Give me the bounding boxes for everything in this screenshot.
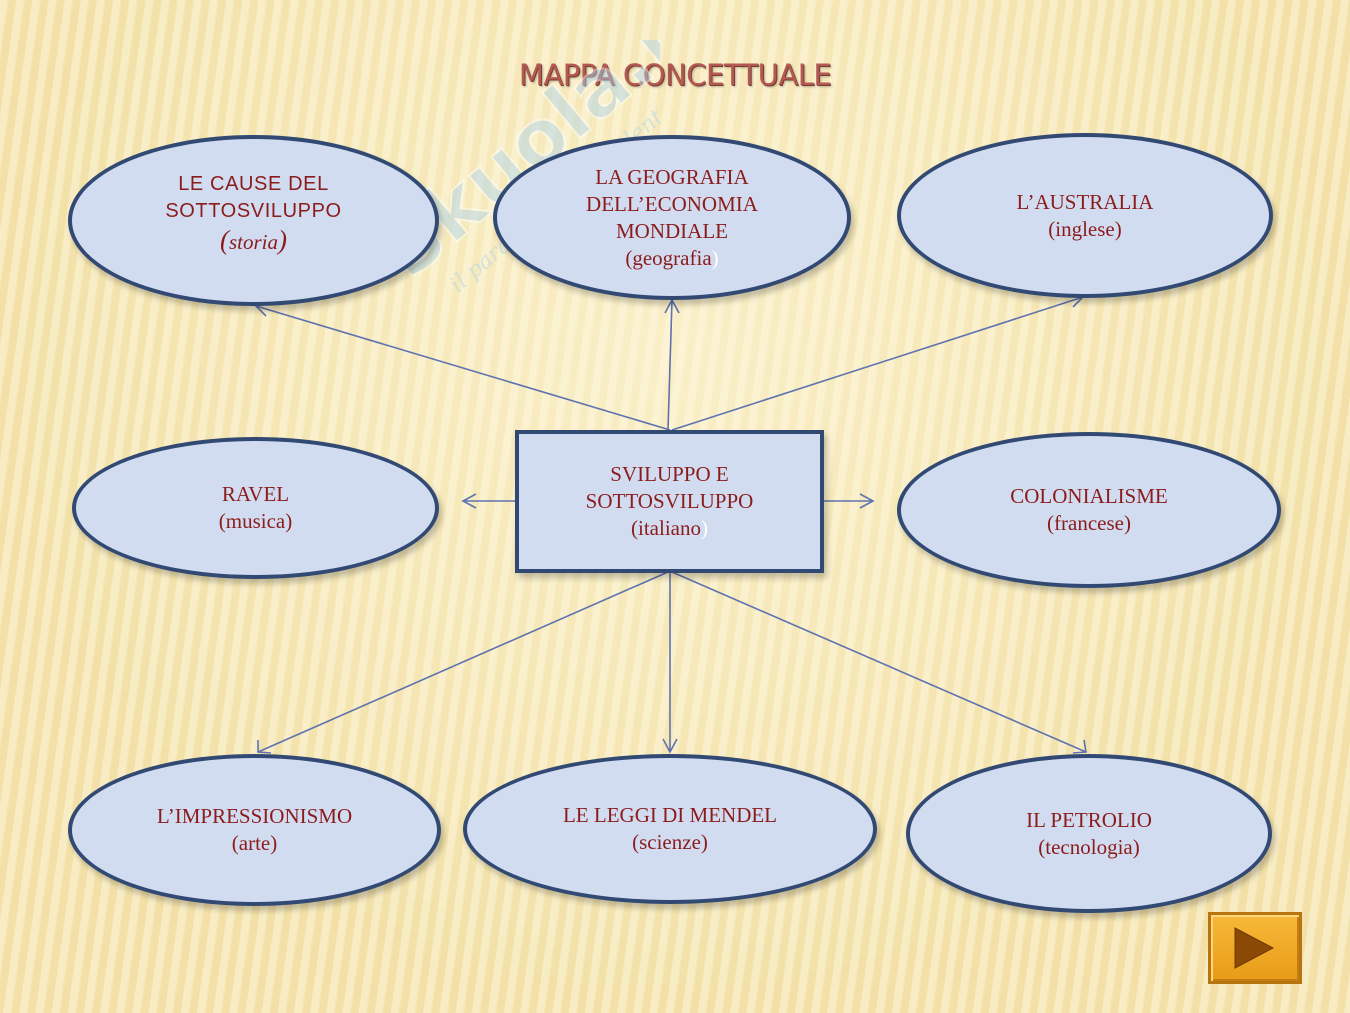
arrowhead-ravel xyxy=(461,493,477,509)
node-geografia-subject-row: (geografia) xyxy=(625,245,718,272)
node-colonialisme-line1: COLONIALISME xyxy=(1010,484,1168,508)
arrowhead-geografia xyxy=(664,298,680,314)
node-cause-line1: LE CAUSE DEL xyxy=(178,173,329,195)
node-petrolio-line1: IL PETROLIO xyxy=(1026,807,1152,832)
play-icon xyxy=(1234,927,1275,969)
node-central-line2: SOTTOSVILUPPO xyxy=(585,489,754,513)
node-geografia-economia: LA GEOGRAFIA DELL’ECONOMIA MONDIALE (geo… xyxy=(493,135,851,300)
node-ravel-subject: (musica) xyxy=(218,509,293,533)
node-geografia-line3: MONDIALE xyxy=(616,218,728,243)
node-central-sviluppo: SVILUPPO E SOTTOSVILUPPO (italiano) xyxy=(515,430,824,573)
node-geografia-line2: DELL’ECONOMIA xyxy=(586,191,758,216)
arrowhead-petrolio xyxy=(1072,739,1087,754)
node-cause-close-paren: ) xyxy=(278,225,287,255)
node-petrolio: IL PETROLIO (tecnologia) xyxy=(906,754,1272,913)
next-slide-button[interactable] xyxy=(1208,912,1302,984)
node-central-subject-row: (italiano) xyxy=(631,515,708,542)
node-impressionismo-subject: (arte) xyxy=(231,831,278,855)
node-cause-subject-row: (storia) xyxy=(220,227,287,256)
node-colonialisme: COLONIALISME (francese) xyxy=(897,432,1281,588)
node-geografia-line1: LA GEOGRAFIA xyxy=(595,164,749,189)
node-mendel-line1: LE LEGGI DI MENDEL xyxy=(562,803,778,827)
arrowhead-mendel xyxy=(662,738,678,754)
node-impressionismo: L’IMPRESSIONISMO (arte) xyxy=(68,754,441,906)
node-australia-line1: L’AUSTRALIA xyxy=(1016,189,1154,214)
node-australia-subject: (inglese) xyxy=(1048,216,1122,241)
node-australia: L’AUSTRALIA (inglese) xyxy=(897,133,1273,298)
node-petrolio-subject: (tecnologia) xyxy=(1038,834,1140,859)
node-impressionismo-line1: L’IMPRESSIONISMO xyxy=(156,804,353,828)
arrowhead-impressionismo xyxy=(257,740,272,754)
node-mendel-subject: (scienze) xyxy=(632,830,708,854)
node-central-close-paren: ) xyxy=(700,516,708,540)
node-geografia-close-paren: ) xyxy=(711,245,719,270)
node-leggi-mendel: LE LEGGI DI MENDEL (scienze) xyxy=(463,754,877,904)
node-central-line1: SVILUPPO E xyxy=(610,462,729,486)
node-cause-line2: SOTTOSVILUPPO xyxy=(165,200,342,222)
node-ravel-line1: RAVEL xyxy=(221,482,290,506)
node-central-subject: (italiano xyxy=(631,516,701,540)
page-title: MAPPA CONCETTUALE xyxy=(518,58,832,92)
node-cause-open-paren: ( xyxy=(219,225,229,255)
connector-geografia xyxy=(667,299,673,431)
connector-petrolio xyxy=(671,571,1087,753)
node-colonialisme-subject: (francese) xyxy=(1047,511,1131,535)
node-cause-sottosviluppo: LE CAUSE DEL SOTTOSVILUPPO (storia) xyxy=(68,135,439,306)
connector-cause xyxy=(255,305,671,431)
connector-australia xyxy=(671,296,1084,431)
node-ravel: RAVEL (musica) xyxy=(72,437,439,579)
node-geografia-subject: (geografia xyxy=(625,245,712,270)
arrowhead-colonialisme xyxy=(859,493,875,509)
connector-impressionismo xyxy=(257,571,669,753)
node-cause-subject: storia xyxy=(228,230,278,254)
